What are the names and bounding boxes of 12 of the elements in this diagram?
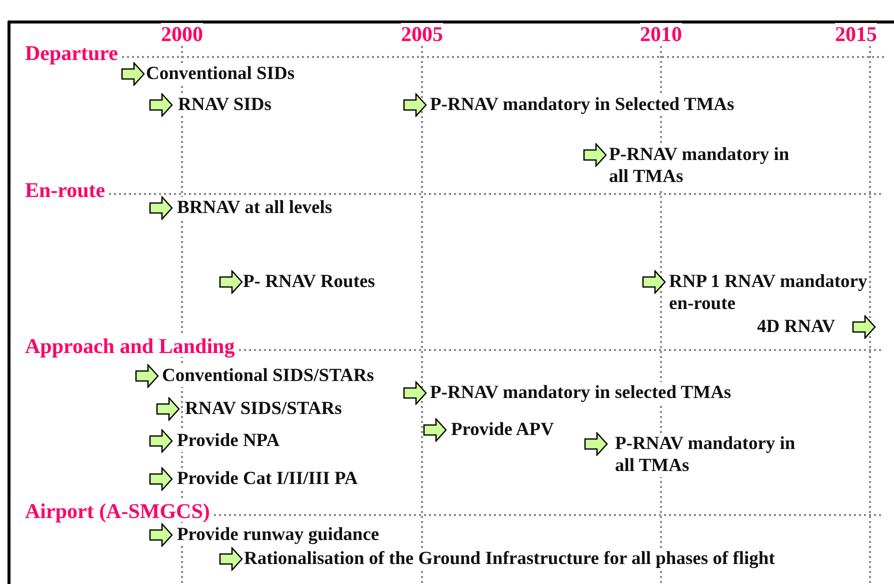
milestone-text: Provide NPA — [177, 430, 280, 452]
milestone-text: BRNAV at all levels — [177, 197, 332, 219]
milestone-text: Conventional SIDS/STARs — [162, 365, 374, 387]
section-heading: Approach and Landing — [25, 335, 235, 357]
milestone-text: Rationalisation of the Ground Infrastructure for all phases of flight — [244, 548, 775, 570]
milestone-text: P-RNAV mandatory in selected TMAs — [430, 382, 732, 404]
milestone-text: Provide runway guidance — [177, 524, 380, 546]
milestone-text: P-RNAV mandatory in Selected TMAs — [430, 94, 734, 116]
milestone-text: Conventional SIDs — [146, 63, 295, 85]
milestone-text: RNAV SIDs — [178, 94, 272, 116]
milestone-text: Provide Cat I/II/III PA — [177, 468, 358, 490]
section-heading: Airport (A-SMGCS) — [25, 500, 210, 522]
